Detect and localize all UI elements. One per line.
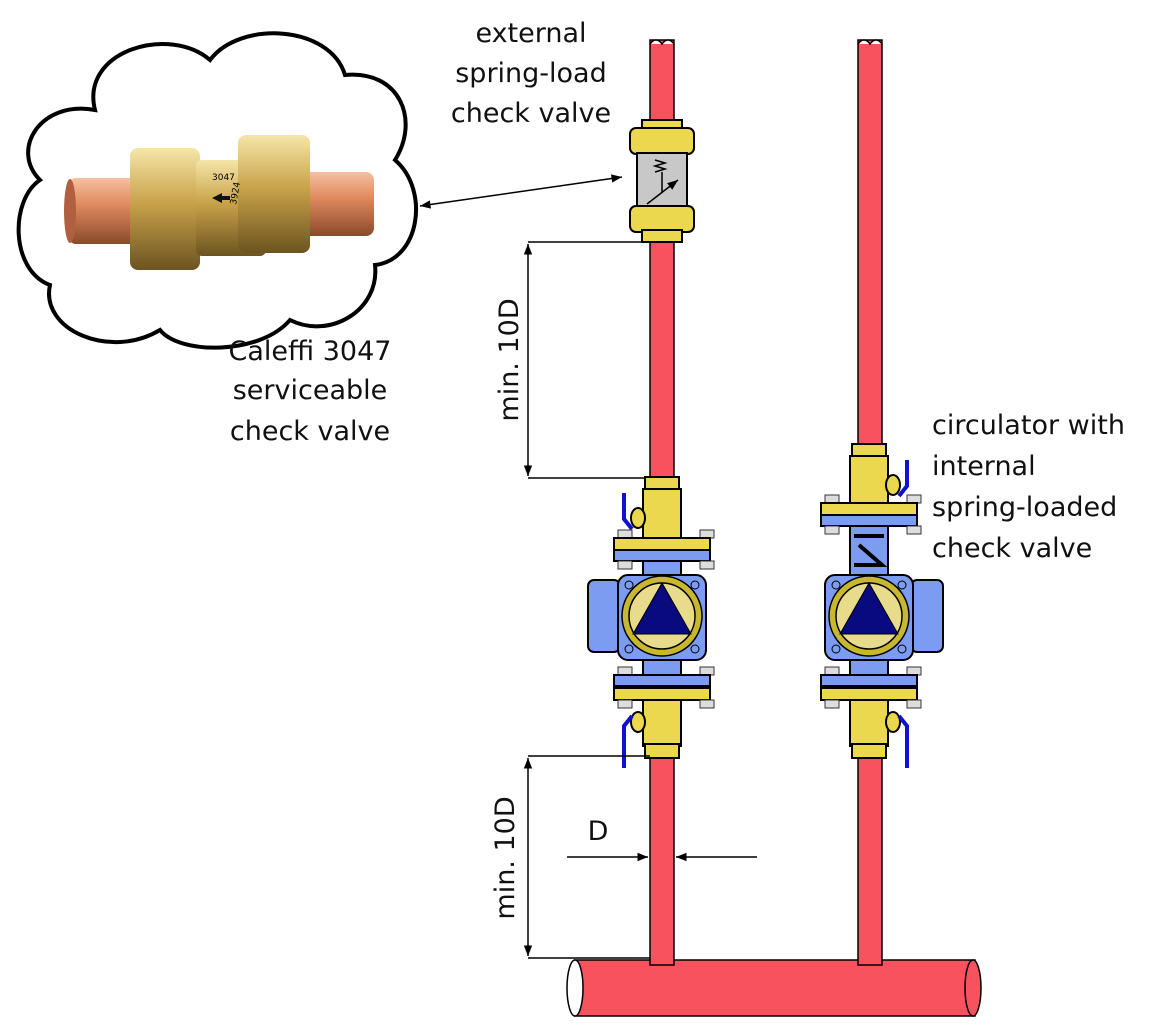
dimension-upper: min. 10D: [494, 241, 650, 479]
svg-text:check valve: check valve: [230, 416, 390, 447]
svg-text:circulator with: circulator with: [932, 410, 1125, 441]
photo-marking: 3924: [229, 181, 243, 206]
diameter-label: D: [588, 816, 609, 847]
external-valve-label: external spring-load check valve: [451, 18, 611, 129]
caleffi-valve-photo: 3047 3924: [64, 135, 374, 270]
caleffi-label: Caleffi 3047 serviceable check valve: [229, 336, 392, 447]
svg-text:external: external: [475, 18, 586, 49]
header-pipe: [566, 959, 982, 1017]
external-check-valve: [629, 119, 695, 243]
dim-upper-label: min. 10D: [494, 298, 525, 421]
svg-text:internal: internal: [932, 451, 1036, 482]
svg-text:Caleffi 3047: Caleffi 3047: [229, 336, 392, 367]
circulator-label: circulator with internal spring-loaded c…: [932, 410, 1125, 564]
leader-arrow: [419, 174, 623, 209]
svg-text:check valve: check valve: [932, 533, 1092, 564]
left-circulator: [587, 476, 715, 768]
svg-text:serviceable: serviceable: [233, 375, 388, 406]
dimension-lower: min. 10D: [490, 755, 650, 959]
svg-text:spring-load: spring-load: [455, 58, 607, 89]
svg-text:spring-loaded: spring-loaded: [932, 492, 1117, 523]
dim-lower-label: min. 10D: [490, 796, 521, 919]
svg-text:check valve: check valve: [451, 98, 611, 129]
photo-marking: 3047: [212, 173, 235, 183]
right-circulator-with-check-valve: [820, 443, 944, 768]
diameter-dimension: D: [567, 816, 757, 862]
